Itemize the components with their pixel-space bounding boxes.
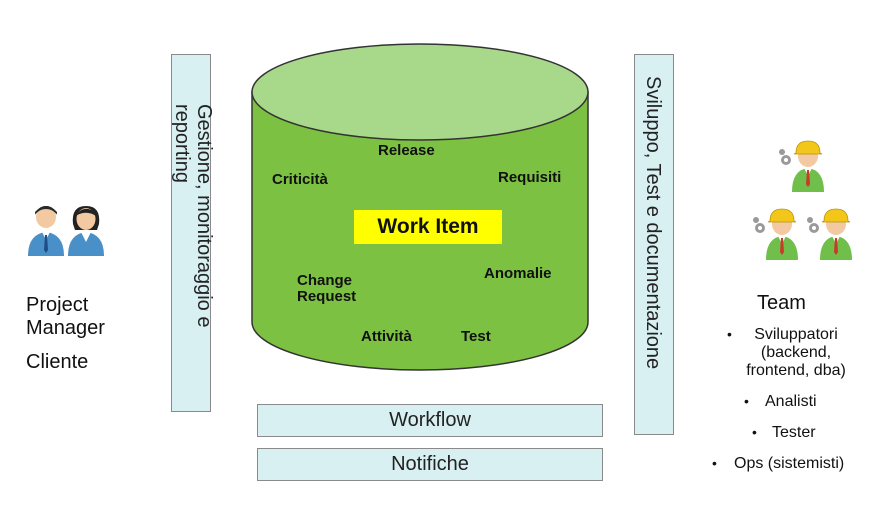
team-item-analisti: Analisti (765, 393, 817, 410)
bullet-2: • (744, 393, 749, 409)
worker-icon-right (807, 208, 852, 260)
worker-icon-left (753, 208, 798, 260)
bullet-3: • (752, 424, 757, 440)
database-cylinder (251, 43, 589, 371)
team-item-tester: Tester (772, 424, 816, 441)
team-item-sviluppatori: Sviluppatori (backend, frontend, dba) (746, 326, 846, 379)
worker-icon-top (779, 140, 824, 192)
criticita-label: Criticità (272, 171, 328, 188)
attivita-label: Attività (361, 328, 412, 345)
notifiche-box: Notifiche (257, 448, 603, 481)
anomalie-label: Anomalie (484, 265, 552, 282)
client-icon (68, 206, 104, 256)
management-bar-text: Gestione, monitoraggio e reporting (167, 104, 215, 364)
bullet-4: • (712, 455, 717, 471)
release-label: Release (378, 142, 435, 159)
workflow-box: Workflow (257, 404, 603, 437)
management-bar (171, 54, 211, 412)
requisiti-label: Requisiti (498, 169, 562, 186)
team-item-ops: Ops (sistemisti) (734, 455, 845, 472)
team-title: Team (757, 292, 806, 314)
test-label: Test (461, 328, 491, 345)
development-bar (634, 54, 674, 435)
cliente-label: Cliente (26, 351, 89, 373)
work-item-label: Work Item (354, 210, 502, 244)
change-request-label: Change Request (297, 272, 357, 305)
project-manager-label: Project Manager (26, 294, 105, 339)
management-bar-line1: Gestione, monitoraggio e (193, 104, 215, 328)
development-bar-text: Sviluppo, Test e documentazione (642, 76, 664, 370)
bullet-1: • (727, 326, 732, 342)
management-bar-line2: reporting (171, 104, 193, 183)
work-item-text: Work Item (377, 215, 479, 238)
manager-icon (28, 206, 64, 256)
